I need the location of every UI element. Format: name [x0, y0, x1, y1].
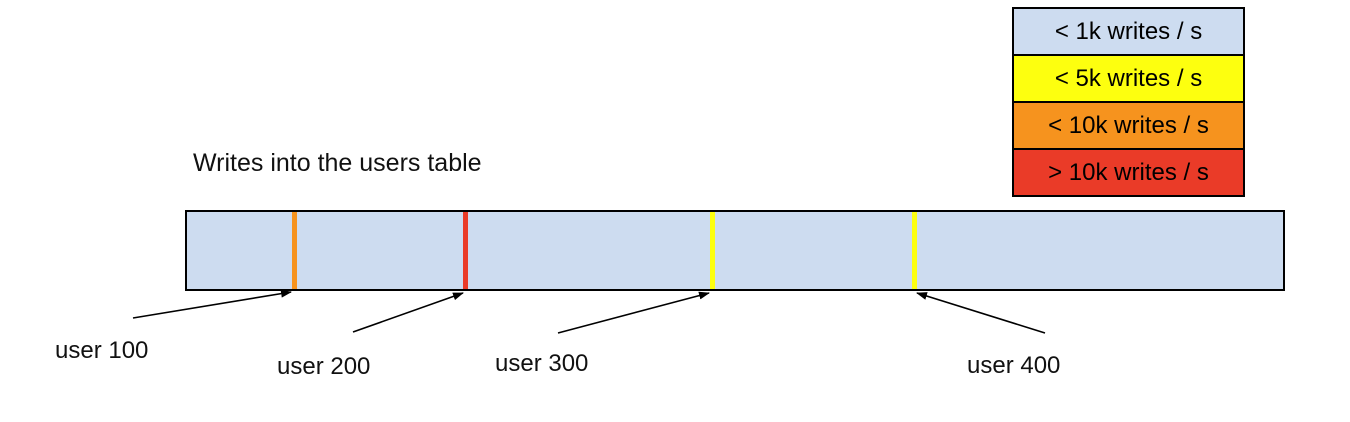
- arrow-user-300: [557, 291, 710, 334]
- marker-user-300: [710, 212, 715, 289]
- label-user-400: user 400: [967, 352, 1061, 379]
- legend-item-label: < 1k writes / s: [1054, 17, 1203, 45]
- arrow-user-100: [132, 289, 292, 319]
- diagram-title: Writes into the users table: [193, 149, 482, 177]
- users-table-bar: [185, 210, 1285, 291]
- marker-user-200: [463, 212, 468, 289]
- legend: < 1k writes / s < 5k writes / s < 10k wr…: [1012, 7, 1245, 197]
- legend-item-lt-5k: < 5k writes / s: [1014, 54, 1243, 101]
- legend-item-lt-10k: < 10k writes / s: [1014, 101, 1243, 148]
- legend-item-lt-1k: < 1k writes / s: [1014, 9, 1243, 54]
- marker-user-400: [912, 212, 917, 289]
- arrow-user-400: [916, 292, 1046, 334]
- legend-item-gt-10k: > 10k writes / s: [1014, 148, 1243, 195]
- legend-item-label: > 10k writes / s: [1048, 158, 1209, 186]
- legend-item-label: < 5k writes / s: [1054, 64, 1203, 92]
- legend-item-label: < 10k writes / s: [1048, 111, 1209, 139]
- arrow-user-200: [352, 292, 464, 333]
- label-user-300: user 300: [495, 350, 589, 377]
- marker-user-100: [292, 212, 297, 289]
- label-user-100: user 100: [55, 337, 149, 364]
- label-user-200: user 200: [277, 353, 371, 380]
